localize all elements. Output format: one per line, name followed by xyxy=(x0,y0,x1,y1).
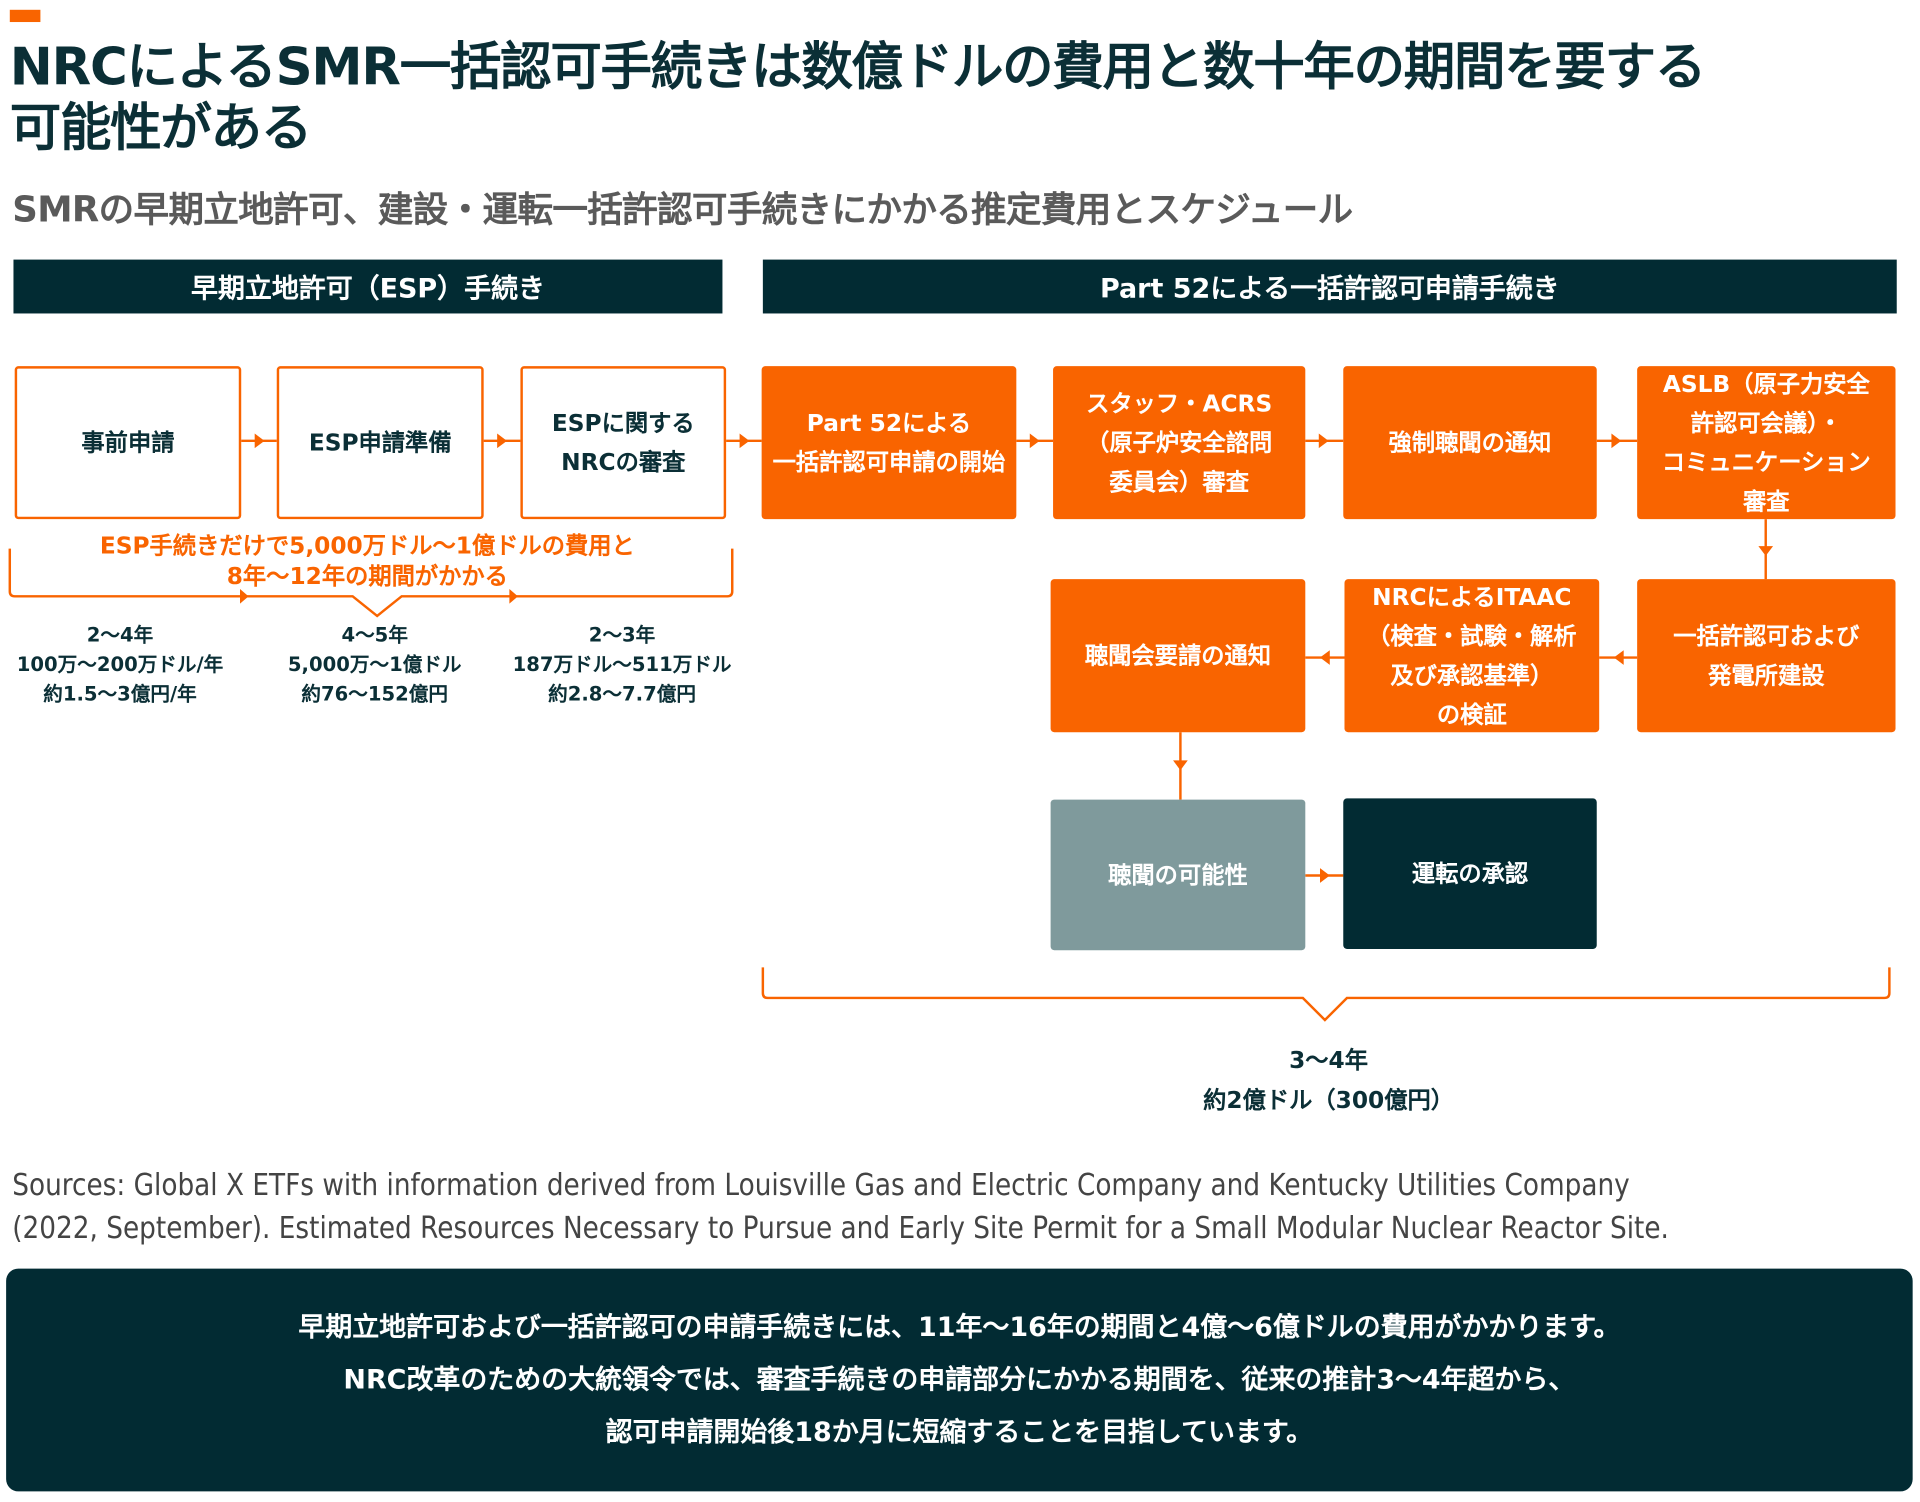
step-application-start: Part 52による一括許認可申請の開始 xyxy=(761,366,1017,520)
esp-header: 早期立地許可（ESP）手続き xyxy=(13,259,723,314)
page-title: NRCによるSMR一括認可手続きは数億ドルの費用と数十年の期間を要する 可能性が… xyxy=(9,36,1706,159)
step-aslb-review: ASLB（原子力安全許認可会議）・コミュニケーション審査 xyxy=(1637,366,1896,520)
accent-bar xyxy=(9,9,41,23)
step-operation-approval: 運転の承認 xyxy=(1343,798,1597,949)
summary-box: 早期立地許可および一括許認可の申請手続きには、11年～16年の期間と4億～6億ド… xyxy=(6,1268,1913,1492)
esp-step-pre-application: 事前申請 xyxy=(14,366,242,520)
part52-header: Part 52による一括許認可申請手続き xyxy=(762,259,1897,314)
subtitle: SMRの早期立地許可、建設・運転一括許認可手続きにかかる推定費用とスケジュール xyxy=(12,188,1353,231)
step-itaac-verification: NRCによるITAAC（検査・試験・解析及び承認基準）の検証 xyxy=(1344,579,1600,733)
arrowheads xyxy=(240,433,1774,883)
step-mandatory-hearing-notice: 強制聴聞の通知 xyxy=(1343,366,1597,520)
esp-step-preparation: ESP申請準備 xyxy=(276,366,484,520)
step-possible-hearing: 聴聞の可能性 xyxy=(1050,799,1306,951)
step-staff-acrs-review: スタッフ・ACRS（原子炉安全諮問委員会）審査 xyxy=(1053,366,1306,520)
title-line-1: NRCによるSMR一括認可手続きは数億ドルの費用と数十年の期間を要する xyxy=(9,36,1706,97)
part52-summary: 3～4年約2億ドル（300億円） xyxy=(1203,1046,1455,1115)
step-license-construction: 一括許認可および発電所建設 xyxy=(1637,579,1896,733)
sources-note: Sources: Global X ETFs with information … xyxy=(12,1166,1669,1246)
title-line-2: 可能性がある xyxy=(9,97,312,158)
step-hearing-request-notice: 聴聞会要請の通知 xyxy=(1050,579,1306,733)
